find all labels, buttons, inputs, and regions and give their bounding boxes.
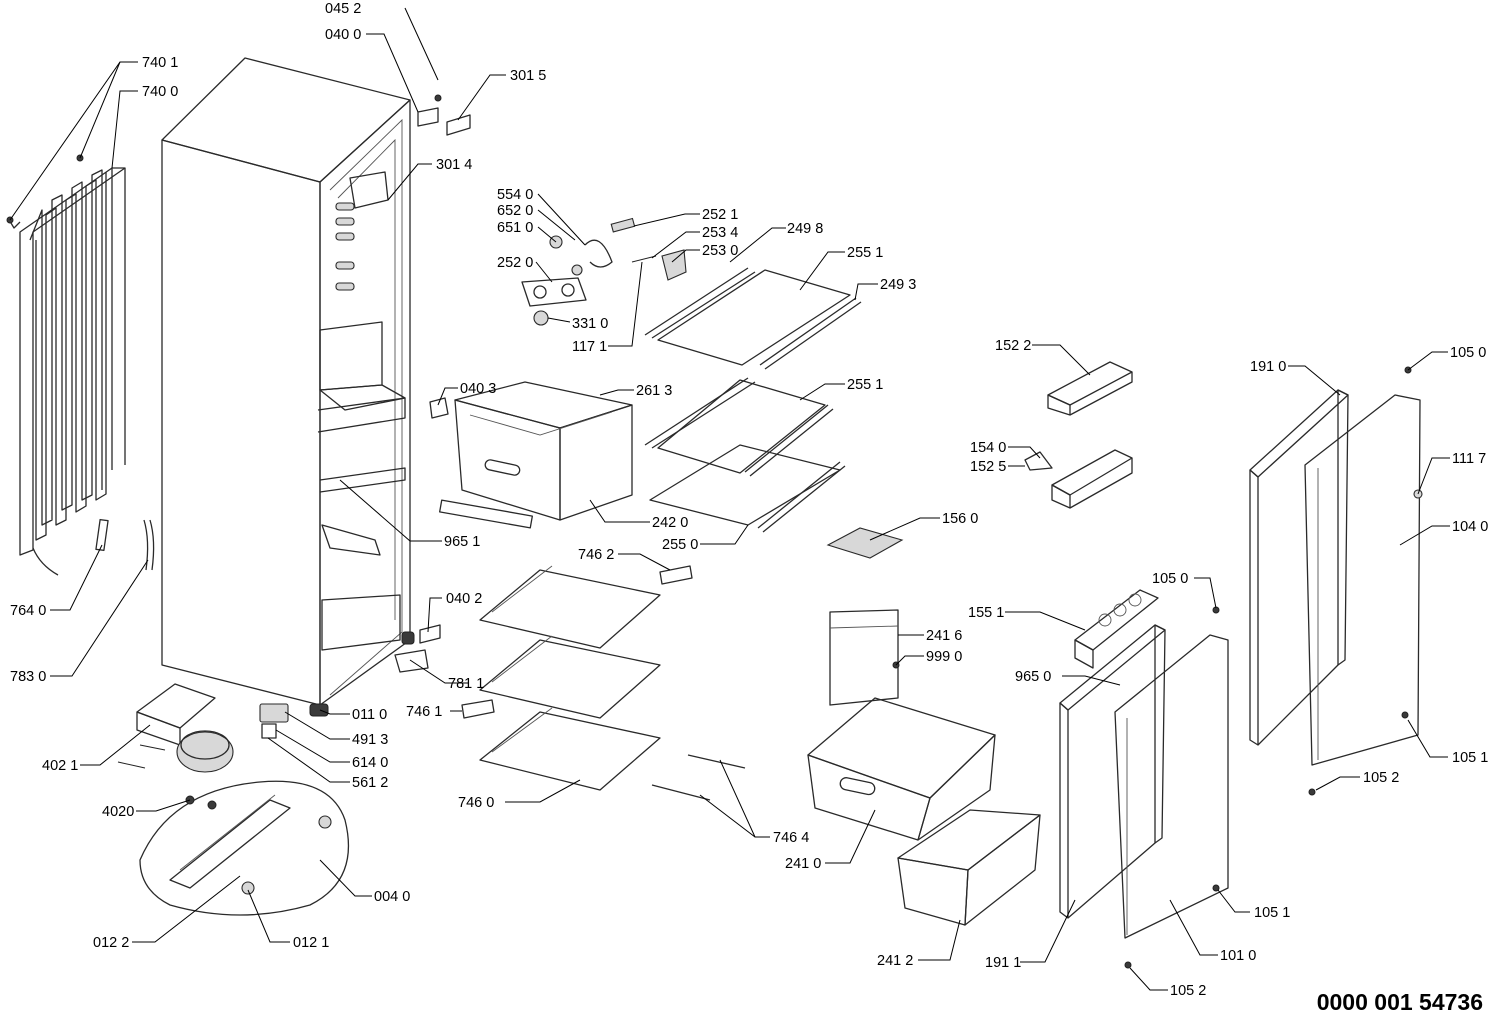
part-label-045-2: 045 2 [325, 1, 361, 17]
part-label-746-0: 746 0 [458, 795, 494, 811]
part-label-111-7: 111 7 [1452, 451, 1486, 467]
part-label-249-3: 249 3 [880, 277, 916, 293]
part-label-253-4: 253 4 [702, 225, 738, 241]
part-label-255-0: 255 0 [662, 537, 698, 553]
compressor-assembly [117, 683, 349, 916]
upper-door [1249, 366, 1423, 796]
document-code: 0000 001 54736 [1317, 989, 1483, 1015]
part-label-156-0: 156 0 [942, 511, 978, 527]
lower-door [1059, 606, 1229, 969]
part-label-301-5: 301 5 [510, 68, 546, 84]
part-label-105-2-upper: 105 2 [1363, 770, 1399, 786]
part-label-781-1: 781 1 [448, 676, 484, 692]
part-label-261-3: 261 3 [636, 383, 672, 399]
part-label-561-2: 561 2 [352, 775, 388, 791]
part-label-040-3: 040 3 [460, 381, 496, 397]
part-label-011-0: 011 0 [352, 707, 387, 723]
part-label-255-1-mid: 255 1 [847, 377, 883, 393]
part-label-740-1: 740 1 [142, 55, 178, 71]
top-hinge [417, 94, 471, 136]
part-label-746-4: 746 4 [773, 830, 809, 846]
part-label-040-2: 040 2 [446, 591, 482, 607]
part-label-117-1: 117 1 [572, 339, 607, 355]
part-label-764-0: 764 0 [10, 603, 46, 619]
condenser-coil [6, 154, 126, 576]
part-label-101-0: 101 0 [1220, 948, 1256, 964]
part-label-331-0: 331 0 [572, 316, 608, 332]
part-label-746-2: 746 2 [578, 547, 614, 563]
part-label-191-0: 191 0 [1250, 359, 1286, 375]
part-label-105-1-lower: 105 1 [1254, 905, 1290, 921]
part-label-999-0: 999 0 [926, 649, 962, 665]
part-label-252-1: 252 1 [702, 207, 738, 223]
part-label-004-0: 004 0 [374, 889, 410, 905]
ice-tray [826, 527, 904, 559]
part-label-740-0: 740 0 [142, 84, 178, 100]
part-label-105-2-lower: 105 2 [1170, 983, 1206, 999]
part-label-746-1: 746 1 [406, 704, 442, 720]
part-label-152-5: 152 5 [970, 459, 1006, 475]
part-label-652-0: 652 0 [497, 203, 533, 219]
part-label-253-0: 253 0 [702, 243, 738, 259]
refrigerator-cabinet [161, 57, 415, 717]
part-label-241-2: 241 2 [877, 953, 913, 969]
part-label-301-4: 301 4 [436, 157, 472, 173]
part-label-255-1-top: 255 1 [847, 245, 883, 261]
freezer-drawers [807, 609, 1041, 926]
part-label-249-8: 249 8 [787, 221, 823, 237]
part-label-402-1: 402 1 [42, 758, 78, 774]
part-label-965-1: 965 1 [444, 534, 480, 550]
part-label-783-0: 783 0 [10, 669, 46, 685]
part-label-614-0: 614 0 [352, 755, 388, 771]
part-label-104-0: 104 0 [1452, 519, 1488, 535]
leader-lines [9, 7, 1450, 991]
part-label-554-0: 554 0 [497, 187, 533, 203]
part-label-154-0: 154 0 [970, 440, 1006, 456]
glass-shelves [644, 267, 862, 533]
wire-shelves [461, 565, 746, 801]
crisper-drawer [429, 381, 633, 529]
part-label-965-0: 965 0 [1015, 669, 1051, 685]
part-label-241-6: 241 6 [926, 628, 962, 644]
part-label-4020: 4020 [102, 804, 134, 820]
door-bins [1024, 361, 1159, 669]
part-label-191-1: 191 1 [985, 955, 1021, 971]
part-label-252-0: 252 0 [497, 255, 533, 271]
part-label-491-3: 491 3 [352, 732, 388, 748]
part-label-155-1: 155 1 [968, 605, 1004, 621]
part-label-242-0: 242 0 [652, 515, 688, 531]
part-label-012-1: 012 1 [293, 935, 329, 951]
part-label-105-0-top: 105 0 [1450, 345, 1486, 361]
part-label-012-2: 012 2 [93, 935, 129, 951]
part-label-651-0: 651 0 [497, 220, 533, 236]
part-label-105-1-upper: 105 1 [1452, 750, 1488, 766]
drier-filter [95, 518, 155, 571]
part-label-040-0: 040 0 [325, 27, 361, 43]
part-label-152-2: 152 2 [995, 338, 1031, 354]
part-label-105-0-mid: 105 0 [1152, 571, 1188, 587]
part-labels: 045 2 040 0 301 5 740 1 740 0 301 4 554 … [10, 1, 1488, 1015]
bottom-hinge [259, 624, 441, 739]
parts-drawing [6, 57, 1423, 969]
part-label-241-0: 241 0 [785, 856, 821, 872]
